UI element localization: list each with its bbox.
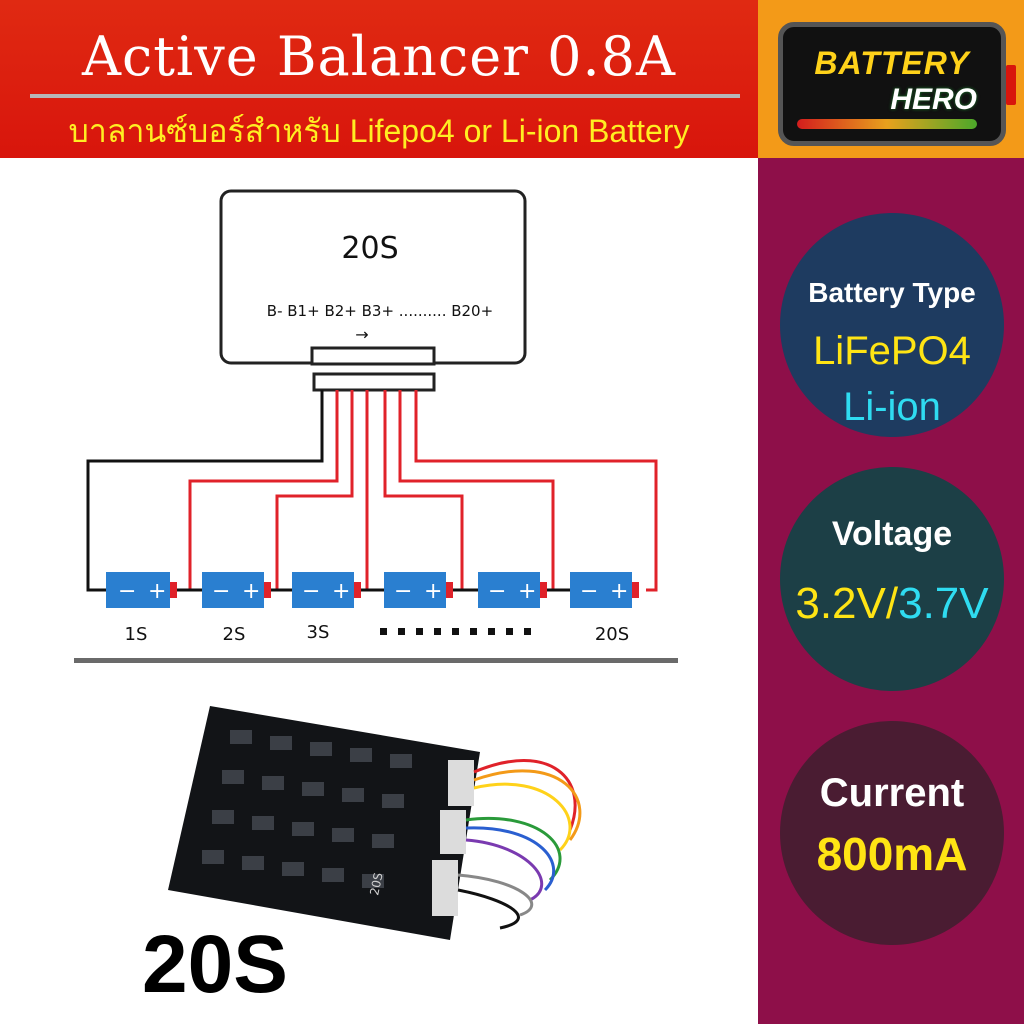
cell-20s: − + 20S xyxy=(570,572,639,645)
wiring-diagram: 20S B- B1+ B2+ B3+ .......... B20+ → − +… xyxy=(86,189,658,645)
wire-b20 xyxy=(414,390,658,592)
voltage-label: Voltage xyxy=(831,515,953,553)
cell-3s: − + 3S xyxy=(292,572,361,643)
cell-2s: − + 2S xyxy=(202,572,271,645)
voltage-separator: / xyxy=(885,579,899,628)
battery-hero-logo: BATTERY HERO xyxy=(778,22,1016,146)
voltage-badge: Voltage 3.2V/3.7V xyxy=(780,467,1004,691)
cell-label: 3S xyxy=(307,622,330,643)
current-value: 800mA xyxy=(816,828,968,880)
page-subtitle: บาลานซ์บอร์สำหรับ Lifepo4 or Li-ion Batt… xyxy=(68,113,690,149)
battery-type-label: Battery Type xyxy=(808,277,976,308)
wire-b-minus xyxy=(86,390,324,592)
cell-4: − + xyxy=(384,572,453,608)
cell-plus-sign: + xyxy=(424,579,442,604)
cell-5: − + xyxy=(478,572,547,608)
connector-plug xyxy=(312,372,436,392)
board-connectors xyxy=(432,760,474,916)
battery-type-lifepo4: LiFePO4 xyxy=(813,329,971,373)
cell-body xyxy=(384,572,446,608)
cell-plus-sign: + xyxy=(242,579,260,604)
cell-plus-sign: + xyxy=(148,579,166,604)
title-divider xyxy=(30,94,740,98)
logo-text-bottom: HERO xyxy=(890,83,977,116)
cell-terminal xyxy=(170,582,177,598)
cell-plus-sign: + xyxy=(610,579,628,604)
current-label: Current xyxy=(819,771,965,815)
balancer-box xyxy=(219,189,527,365)
cell-terminal xyxy=(446,582,453,598)
wire-b1 xyxy=(188,390,339,590)
box-title: 20S xyxy=(341,231,398,266)
current-badge: Current 800mA xyxy=(780,721,1004,945)
cell-minus-sign: − xyxy=(394,579,412,604)
battery-type-badge: Battery Type LiFePO4 Li-ion xyxy=(780,213,1004,437)
wire-b18 xyxy=(383,390,464,590)
logo-text-top: BATTERY xyxy=(814,45,970,81)
balance-wires xyxy=(188,390,658,592)
diagram-divider xyxy=(74,658,678,663)
voltage-value-a: 3.2V xyxy=(795,579,886,628)
cell-body xyxy=(478,572,540,608)
cell-label: 2S xyxy=(223,624,246,645)
cell-minus-sign: − xyxy=(212,579,230,604)
cell-minus-sign: − xyxy=(118,579,136,604)
cell-terminal xyxy=(354,582,361,598)
cell-terminal xyxy=(264,582,271,598)
cell-plus-sign: + xyxy=(518,579,536,604)
spec-panel: Battery Type LiFePO4 Li-ion Voltage 3.2V… xyxy=(758,158,1024,1024)
logo-area: BATTERY HERO xyxy=(758,0,1024,158)
cell-body xyxy=(292,572,354,608)
battery-tip-icon xyxy=(1006,65,1016,105)
cell-1s: − + 1S xyxy=(106,572,177,645)
board-silk-label: 20S xyxy=(367,871,385,896)
wire-b2 xyxy=(275,390,354,590)
board-components xyxy=(202,730,412,888)
cell-terminal xyxy=(632,582,639,598)
cell-body xyxy=(202,572,264,608)
connector-socket xyxy=(310,346,436,366)
cell-terminal xyxy=(540,582,547,598)
cell-plus-sign: + xyxy=(332,579,350,604)
cells-ellipsis xyxy=(380,628,531,635)
cell-minus-sign: − xyxy=(580,579,598,604)
balancer-board-photo: 20S xyxy=(168,706,582,940)
cell-body xyxy=(570,572,632,608)
title-banner: Active Balancer 0.8A บาลานซ์บอร์สำหรับ L… xyxy=(0,0,758,158)
pin-labels: B- B1+ B2+ B3+ .......... B20+ xyxy=(267,302,493,320)
product-size-label: 20S xyxy=(142,919,288,1010)
battery-type-liion: Li-ion xyxy=(843,385,941,429)
voltage-value: 3.2V/3.7V xyxy=(784,579,1000,629)
cell-body xyxy=(106,572,170,608)
cell-label: 1S xyxy=(125,624,148,645)
logo-charge-bar xyxy=(797,119,977,129)
page-title: Active Balancer 0.8A xyxy=(81,25,676,88)
voltage-value-b: 3.7V xyxy=(898,579,989,628)
cell-label: 20S xyxy=(595,624,629,645)
wire-b19 xyxy=(398,390,555,590)
board-wire-harness xyxy=(457,759,582,930)
pin-arrow: → xyxy=(355,325,368,344)
cell-minus-sign: − xyxy=(302,579,320,604)
cell-minus-sign: − xyxy=(488,579,506,604)
